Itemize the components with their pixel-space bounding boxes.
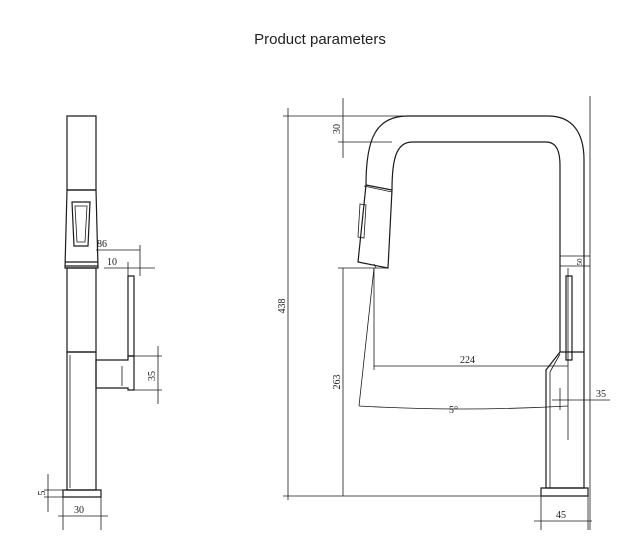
page-title: Product parameters bbox=[254, 31, 386, 48]
side-view: 86 10 35 5 30 bbox=[37, 115, 162, 530]
dim-handle-offset: 10 bbox=[107, 257, 117, 268]
dim-handle-length: 86 bbox=[97, 239, 107, 250]
dim-angle: 5° bbox=[449, 405, 458, 416]
dim-spout-height: 263 bbox=[332, 375, 343, 390]
dim-spout-thickness: 30 bbox=[332, 124, 343, 134]
dim-handle-height: 35 bbox=[147, 371, 158, 381]
dim-total-height: 438 bbox=[277, 299, 288, 314]
dim-reach: 224 bbox=[460, 355, 475, 366]
dim-small-mark: 50 bbox=[576, 258, 584, 266]
dim-base-height: 5 bbox=[37, 491, 48, 496]
dim-body-width: 35 bbox=[596, 389, 606, 400]
dim-base-width: 45 bbox=[556, 510, 566, 521]
dim-base-width: 30 bbox=[74, 505, 84, 516]
front-view: 438 30 263 224 5° 50 35 45 bbox=[277, 96, 610, 530]
